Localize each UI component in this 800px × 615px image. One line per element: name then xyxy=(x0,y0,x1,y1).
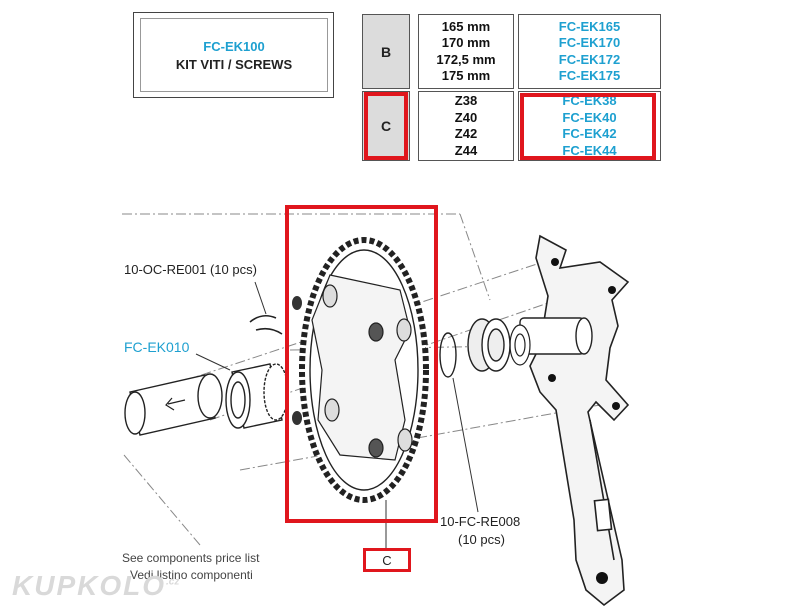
axis-line xyxy=(149,257,556,393)
row-c-letter-text: C xyxy=(380,118,392,134)
label-price-en: See components price list xyxy=(122,551,260,565)
bb-lockring xyxy=(225,363,289,429)
spacer-ring xyxy=(439,332,457,378)
part-code[interactable]: FC-EK170 xyxy=(558,35,621,50)
row-c-teeth: Z38 Z40 Z42 Z44 xyxy=(418,91,514,161)
part-code[interactable]: FC-EK165 xyxy=(558,18,621,34)
watermark-suffix: .cz xyxy=(166,576,180,588)
chainring-bolts xyxy=(322,284,413,458)
label-bolts-code: 10-FC-RE008 xyxy=(440,514,521,529)
highlight-chainring xyxy=(285,205,438,523)
size-item: 170 mm xyxy=(441,35,491,50)
row-b-sizes: 165 mm 170 mm 172,5 mm 175 mm xyxy=(418,14,514,89)
part-code[interactable]: FC-EK42 xyxy=(562,126,617,141)
label-bolts-qty: (10 pcs) xyxy=(458,532,505,547)
teeth-item: Z42 xyxy=(454,126,478,141)
kit-box xyxy=(133,12,334,98)
spindle xyxy=(519,317,593,355)
spline-washer xyxy=(509,324,531,366)
watermark: KUPKOLO.cz xyxy=(12,570,179,602)
bb-cup xyxy=(124,373,223,436)
kit-code[interactable]: FC-EK100 xyxy=(203,39,265,54)
size-item: 172,5 mm xyxy=(436,51,496,67)
bearing xyxy=(467,318,511,372)
part-code[interactable]: FC-EK172 xyxy=(558,51,621,67)
circlip xyxy=(249,314,283,335)
size-item: 175 mm xyxy=(441,68,491,83)
teeth-item: Z40 xyxy=(454,109,478,125)
part-code[interactable]: FC-EK40 xyxy=(562,109,617,125)
row-b-codes: FC-EK165 FC-EK170 FC-EK172 FC-EK175 xyxy=(518,14,661,89)
axis-line xyxy=(459,213,491,301)
teeth-item: Z38 xyxy=(454,93,478,108)
small-screws xyxy=(292,296,302,425)
label-bb-cup[interactable]: FC-EK010 xyxy=(124,339,190,355)
row-b-letter: B xyxy=(362,14,410,89)
teeth-item: Z44 xyxy=(454,142,478,158)
part-code[interactable]: FC-EK44 xyxy=(562,142,617,158)
highlight-row-c-letter xyxy=(364,92,408,160)
part-code[interactable]: FC-EK175 xyxy=(558,68,621,83)
size-item: 165 mm xyxy=(441,18,491,34)
chainring-ref-text: C xyxy=(382,552,392,568)
label-screws: 10-OC-RE001 (10 pcs) xyxy=(124,262,257,277)
leader-screws xyxy=(254,281,267,315)
axis-line xyxy=(123,454,201,546)
leader-bolts xyxy=(452,377,479,513)
kit-inner-box: FC-EK100 KIT VITI / SCREWS xyxy=(140,18,328,92)
label-price-it: Vedi listino componenti xyxy=(130,568,253,582)
watermark-text: KUPKOLO xyxy=(12,570,166,601)
kit-name: KIT VITI / SCREWS xyxy=(175,57,293,72)
row-b-letter-text: B xyxy=(380,43,392,60)
crank-spider-bolts xyxy=(548,258,620,584)
leader-bb-cup xyxy=(195,353,231,371)
chainring-ref-label: C xyxy=(363,548,411,572)
highlight-row-c-codes xyxy=(520,93,656,160)
row-c-letter: C xyxy=(362,91,410,161)
